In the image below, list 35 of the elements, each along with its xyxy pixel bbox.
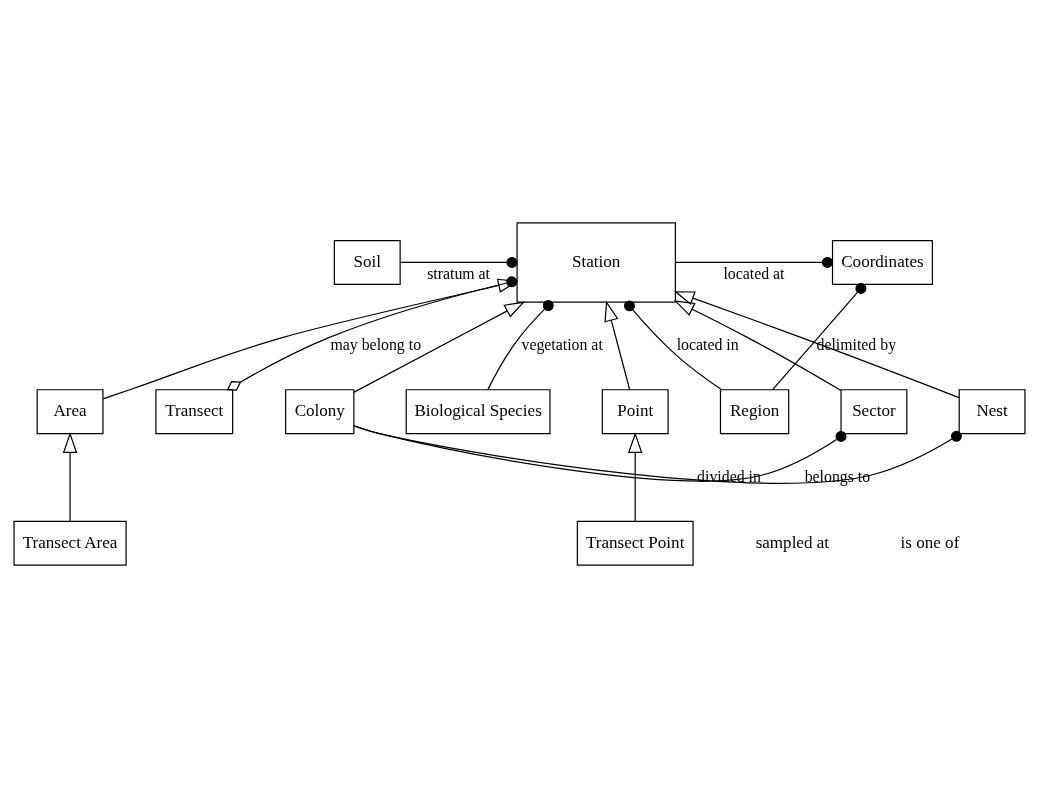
arrow [673, 290, 960, 398]
edge-label: may belong to [330, 335, 421, 353]
connector [623, 299, 722, 390]
arrow [673, 299, 842, 391]
arrow [353, 300, 525, 393]
arrow [603, 300, 630, 390]
arrow [62, 431, 77, 522]
node-box: Transect [154, 388, 233, 434]
node-box: Area [36, 388, 104, 434]
edge-label: stratum at [426, 264, 490, 282]
node-box: Colony [284, 388, 354, 434]
node-box: Region [719, 388, 789, 434]
connector [399, 256, 517, 268]
node-box: Sector [839, 388, 907, 434]
connector [486, 299, 554, 390]
edge-label: located in [676, 335, 739, 353]
connector [771, 282, 866, 390]
node-box: Soil [333, 239, 401, 285]
node-box: Transect Area [12, 520, 127, 566]
edge-label: located at [722, 264, 785, 282]
node-box: Station [515, 221, 676, 303]
arrow [627, 431, 642, 522]
node-box: Biological Species [405, 388, 551, 434]
node-box: Nest [958, 388, 1026, 434]
connector [352, 424, 846, 482]
node-box: Transect Point [576, 520, 694, 566]
connector [674, 256, 833, 268]
arrow [102, 278, 519, 400]
node-box: Coordinates [831, 239, 933, 285]
label: is one of [900, 532, 959, 552]
node-box: Point [601, 388, 669, 434]
edge-label: delimited by [815, 335, 896, 353]
label: sampled at [755, 532, 829, 552]
edge-label: vegetation at [520, 335, 603, 353]
connector [352, 424, 962, 484]
